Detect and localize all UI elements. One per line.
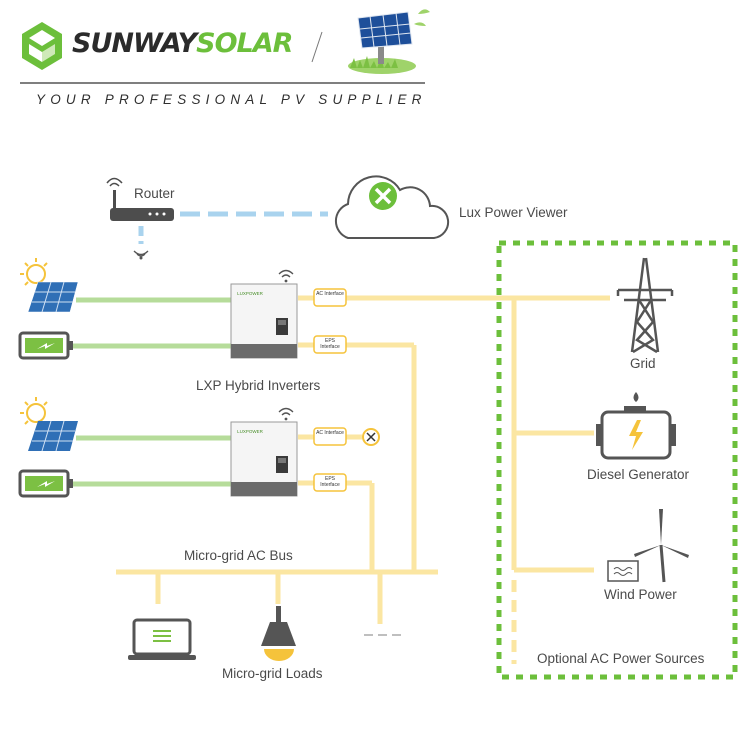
router-label: Router [134, 186, 175, 201]
inverter-icon [230, 283, 298, 359]
disconnect-icon [362, 428, 380, 446]
bus-label: Micro-grid AC Bus [184, 548, 293, 563]
lamp-icon [261, 606, 296, 661]
ac-interface-tag-1: AC Interface [316, 291, 344, 297]
optional-sources-box [496, 240, 738, 680]
sun-panel-icon [20, 397, 78, 452]
battery-icon [18, 469, 73, 498]
solar-tracker-icon [348, 9, 430, 74]
eps-interface-tag-2: EPS Interface [320, 476, 340, 488]
optional-sources-label: Optional AC Power Sources [537, 651, 705, 666]
router-icon [106, 177, 174, 221]
generator-icon [596, 392, 676, 460]
wind-label: Wind Power [604, 587, 677, 602]
wind-turbine-icon [607, 509, 689, 583]
brand-name: SUNWAYSOLAR [72, 28, 293, 59]
eps-interface-tag-1: EPS Interface [320, 338, 340, 350]
diesel-label: Diesel Generator [587, 467, 690, 482]
wifi-icon [278, 407, 294, 421]
wifi-icon [133, 250, 149, 260]
grid-label: Grid [630, 356, 656, 371]
battery-icon [18, 331, 73, 360]
logo-icon [22, 22, 62, 70]
inverter-brand-2: LUXPOWER [237, 429, 263, 434]
viewer-label: Lux Power Viewer [459, 205, 568, 220]
ac-interface-tag-2: AC Interface [316, 430, 344, 436]
cloud-icon [334, 175, 450, 239]
header-separator [311, 31, 323, 63]
interface-tag-boxes [313, 288, 347, 492]
dc-lines [72, 297, 232, 487]
sun-panel-icon [20, 258, 79, 313]
tower-icon [616, 257, 674, 354]
loads-label: Micro-grid Loads [222, 666, 323, 681]
inverter-icon [230, 421, 298, 497]
laptop-icon [128, 618, 196, 660]
tagline: YOUR PROFESSIONAL PV SUPPLIER [36, 92, 427, 107]
inverters-label: LXP Hybrid Inverters [196, 378, 321, 393]
wifi-icon [278, 269, 294, 283]
inverter-brand-1: LUXPOWER [237, 291, 263, 296]
